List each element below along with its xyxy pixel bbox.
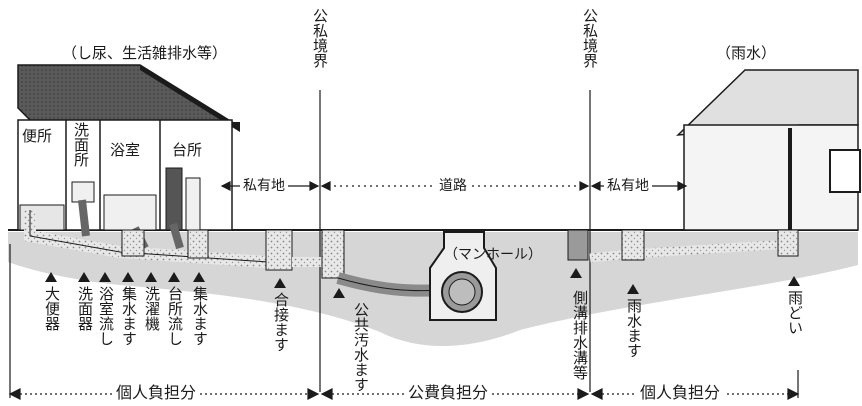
pointer-icon xyxy=(99,272,111,282)
area-road: 道路 xyxy=(436,178,470,194)
fixture-washing-machine: 洗濯機 xyxy=(143,286,161,331)
manhole xyxy=(429,231,497,321)
fixture-collect-box-1: 集水ます xyxy=(120,286,138,346)
fixture-public-sewer-box: 公共汚水ます xyxy=(352,302,370,392)
left-gable xyxy=(140,65,240,132)
room-toilet: 便所 xyxy=(22,127,53,145)
right-house xyxy=(675,69,861,232)
room-bathroom: 浴室 xyxy=(110,141,141,159)
fixture-side-ditch-col2: 排水溝等 xyxy=(571,320,589,380)
fixture-downspout: 雨どい xyxy=(786,290,804,335)
fixture-bath-drain: 浴室流し xyxy=(97,286,115,346)
pointer-icon xyxy=(122,272,134,282)
fixture-collect-box-2: 集水ます xyxy=(191,286,209,346)
rain-box xyxy=(621,229,645,261)
sewage-label: （し尿、生活雑排水等） xyxy=(62,44,228,62)
pointer-icon xyxy=(333,288,345,298)
fixture-junction-box: 合接ます xyxy=(272,292,290,352)
room-kitchen: 台所 xyxy=(172,141,203,159)
left-roof xyxy=(17,64,235,123)
pointer-icon xyxy=(788,276,800,286)
pointer-icon xyxy=(78,272,90,282)
downspout-box xyxy=(777,229,799,257)
burden-public: 公費負担分 xyxy=(404,384,493,402)
left-house xyxy=(17,64,240,231)
junction-box xyxy=(265,229,293,271)
public-private-boundary-left: 公私境界 xyxy=(311,8,329,68)
area-private-right: 私有地 xyxy=(604,178,652,194)
fixture-rain-box: 雨水ます xyxy=(625,298,643,358)
fixture-side-ditch: 側溝排水溝等 xyxy=(548,290,589,380)
pointer-icon xyxy=(145,272,157,282)
burden-individual-left: 個人負担分 xyxy=(112,384,201,402)
collect-box-1 xyxy=(121,229,145,257)
pointer-icon xyxy=(274,278,286,288)
fixture-wash-basin: 洗面器 xyxy=(76,286,94,331)
pointer-icon xyxy=(168,272,180,282)
side-ditch xyxy=(567,229,589,261)
fixture-side-ditch-col1: 側溝 xyxy=(571,290,589,320)
public-sewer-box xyxy=(321,229,345,279)
fixture-kitchen-sink: 台所流し xyxy=(166,286,184,346)
pointer-icon xyxy=(570,268,582,278)
area-private-left: 私有地 xyxy=(240,178,288,194)
collect-box-2 xyxy=(187,229,209,259)
pointer-icon xyxy=(45,272,57,282)
rain-label: （雨水） xyxy=(716,44,777,62)
public-private-boundary-right: 公私境界 xyxy=(581,8,599,68)
pointer-icon xyxy=(627,284,639,294)
manhole-label: （マンホール） xyxy=(444,247,542,263)
fixture-toilet-bowl: 大便器 xyxy=(43,286,61,331)
room-washroom: 洗面所 xyxy=(72,122,90,167)
burden-individual-right: 個人負担分 xyxy=(636,384,725,402)
pointer-icon xyxy=(193,272,205,282)
